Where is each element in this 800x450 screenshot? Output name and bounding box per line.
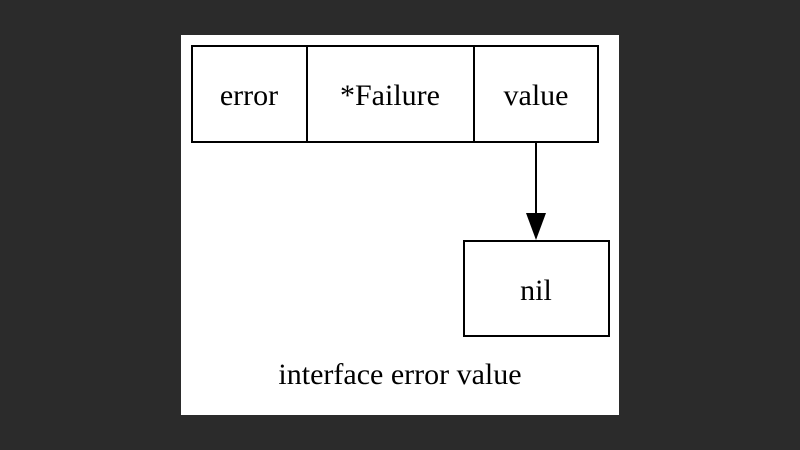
record-field-value: value	[504, 79, 569, 112]
arrowhead-icon	[526, 213, 546, 240]
diagram-caption: interface error value	[278, 358, 521, 391]
record-field-error: error	[220, 79, 278, 112]
interface-record-node: error *Failure value	[191, 45, 599, 143]
nil-node-box	[463, 240, 610, 337]
record-field-failure: *Failure	[340, 79, 440, 112]
pointer-edge	[526, 143, 546, 240]
interface-diagram: error *Failure value nil interface error…	[191, 45, 610, 391]
diagram-panel: error *Failure value nil interface error…	[181, 35, 619, 415]
record-outline	[191, 45, 599, 143]
nil-node: nil	[463, 240, 610, 337]
nil-node-label: nil	[520, 274, 552, 307]
